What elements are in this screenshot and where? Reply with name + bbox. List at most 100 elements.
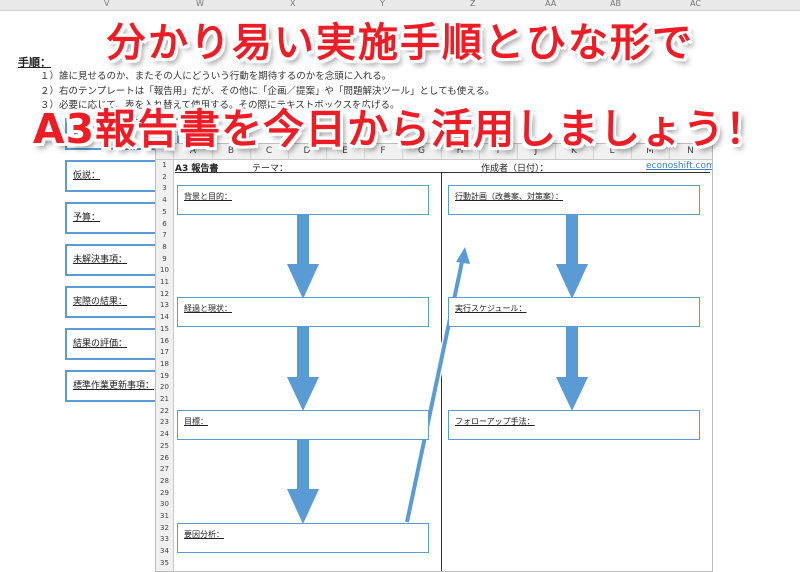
row-header[interactable]: 8 xyxy=(162,242,167,251)
box-goal[interactable]: 目標： xyxy=(177,410,429,440)
column-header[interactable]: J xyxy=(517,144,556,159)
headline-line-2: A3報告書を今日から活用しましょう！ xyxy=(32,105,768,153)
col-letter: X xyxy=(290,0,296,8)
box-label: 背景と目的： xyxy=(184,192,232,201)
row-header[interactable]: 25 xyxy=(160,441,169,450)
steps-title: 手順： xyxy=(18,56,51,69)
down-arrow xyxy=(556,214,588,299)
row-header[interactable]: 27 xyxy=(160,465,169,474)
step-line: ３）必要に応じて、表を入れ替えて使用する。その際にテキストボックスを広げる。 xyxy=(40,100,400,111)
box-background-purpose[interactable]: 背景と目的： xyxy=(177,185,429,215)
step-line: ２）右のテンプレートは「報告用」だが、その他に「企画／提案」や「問題解決ツール」… xyxy=(40,86,495,97)
row-header[interactable]: 18 xyxy=(160,359,169,368)
row-header[interactable]: 7 xyxy=(162,231,167,240)
row-header[interactable]: 24 xyxy=(160,430,169,439)
side-box-label: 仮説： xyxy=(73,171,101,181)
row-header[interactable]: 5 xyxy=(162,207,167,216)
column-header[interactable]: D xyxy=(288,144,327,159)
col-letter: V xyxy=(104,0,110,8)
col-letter: AB xyxy=(610,0,621,8)
row-header[interactable]: 35 xyxy=(160,558,169,567)
column-header[interactable]: I xyxy=(479,144,518,159)
background-column-header: V W X Y Z AA AB AC xyxy=(0,0,800,11)
select-all-corner[interactable] xyxy=(156,144,174,159)
down-arrow xyxy=(556,327,588,411)
side-box-label: 予算： xyxy=(73,213,101,223)
row-header[interactable]: 26 xyxy=(160,453,169,462)
down-arrow xyxy=(287,439,319,524)
row-header[interactable]: 2 xyxy=(162,172,167,181)
col-letter: Z xyxy=(470,0,476,8)
row-header[interactable]: 32 xyxy=(160,523,169,532)
row-header[interactable]: 11 xyxy=(160,278,169,286)
column-header[interactable]: A xyxy=(174,144,213,159)
column-header[interactable]: C xyxy=(250,144,289,159)
side-box-label: 標準作業更新事項： xyxy=(73,381,155,391)
row-header[interactable]: 22 xyxy=(160,406,169,415)
row-header[interactable]: 6 xyxy=(162,219,167,228)
header-rule xyxy=(175,172,710,173)
column-header[interactable]: B xyxy=(212,144,251,159)
box-label: 実行スケジュール： xyxy=(455,304,527,313)
down-arrow xyxy=(287,214,319,299)
site-link[interactable]: econoshift.com xyxy=(646,161,713,171)
box-action-plan[interactable]: 行動計画（改善案、対策案）： xyxy=(448,185,700,215)
row-header[interactable]: 10 xyxy=(160,266,169,275)
row-header[interactable]: 9 xyxy=(162,254,167,263)
row-header[interactable]: 13 xyxy=(160,301,169,310)
sheet-title: A3 報告書 xyxy=(175,164,219,174)
column-header[interactable]: E xyxy=(326,144,365,159)
row-header[interactable]: 12 xyxy=(160,289,169,298)
box-follow-up[interactable]: フォローアップ手法： xyxy=(448,410,700,440)
side-box-label: 結果の評価： xyxy=(73,339,128,349)
column-header[interactable]: N xyxy=(669,144,712,159)
row-header[interactable]: 31 xyxy=(160,512,169,520)
side-box-label: 未解決事項： xyxy=(73,255,128,265)
box-label: 目標： xyxy=(184,417,208,426)
row-header[interactable]: 29 xyxy=(160,488,169,497)
row-header[interactable]: 23 xyxy=(160,418,169,427)
row-header[interactable]: 34 xyxy=(160,547,169,556)
column-header-bar: A B C D E F G H I J K L M N xyxy=(156,144,712,160)
theme-label: テーマ： xyxy=(252,164,289,174)
col-letter: Y xyxy=(380,0,385,8)
box-label: 経過と現状： xyxy=(184,304,232,313)
column-header[interactable]: M xyxy=(631,144,670,159)
row-header[interactable]: 28 xyxy=(160,476,169,485)
box-label: 行動計画（改善案、対策案）： xyxy=(455,192,563,201)
row-header[interactable]: 33 xyxy=(160,535,169,544)
box-label: 要因分析： xyxy=(184,530,224,539)
box-schedule[interactable]: 実行スケジュール： xyxy=(448,297,700,327)
row-header[interactable]: 1 xyxy=(162,161,167,169)
column-header[interactable]: L xyxy=(593,144,632,159)
column-header[interactable]: F xyxy=(364,144,403,159)
box-cause-analysis[interactable]: 要因分析： xyxy=(177,523,429,553)
row-header[interactable]: 20 xyxy=(160,383,169,392)
flow-arrows xyxy=(287,214,588,524)
column-header[interactable]: H xyxy=(441,144,480,159)
row-header[interactable]: 21 xyxy=(160,395,169,403)
row-header[interactable]: 30 xyxy=(160,500,169,509)
column-header[interactable]: K xyxy=(555,144,594,159)
step-line: １）誰に見せるのか、またその人にどういう行動を期待するのかを念頭に入れる。 xyxy=(40,71,392,82)
row-header[interactable]: 17 xyxy=(160,348,169,357)
headline-line-1: 分かり易い実施手順とひな形で xyxy=(106,20,694,66)
author-date-label: 作成者（日付）： xyxy=(481,164,549,174)
row-header[interactable]: 14 xyxy=(160,313,169,322)
row-header[interactable]: 4 xyxy=(162,196,167,205)
row-header[interactable]: 16 xyxy=(160,336,169,345)
row-header[interactable]: 15 xyxy=(160,324,169,333)
col-letter: AA xyxy=(545,0,557,8)
column-header[interactable]: G xyxy=(402,144,442,159)
box-label: フォローアップ手法： xyxy=(455,417,535,426)
col-letter: AC xyxy=(690,0,701,8)
box-progress-status[interactable]: 経過と現状： xyxy=(177,297,429,327)
down-arrow xyxy=(287,327,319,411)
row-header[interactable]: 3 xyxy=(162,184,167,193)
col-letter: W xyxy=(196,0,204,8)
side-box-label: 実際の結果： xyxy=(73,297,128,307)
side-box-label: 目的・背景： xyxy=(73,129,128,139)
row-header[interactable]: 19 xyxy=(160,371,169,380)
